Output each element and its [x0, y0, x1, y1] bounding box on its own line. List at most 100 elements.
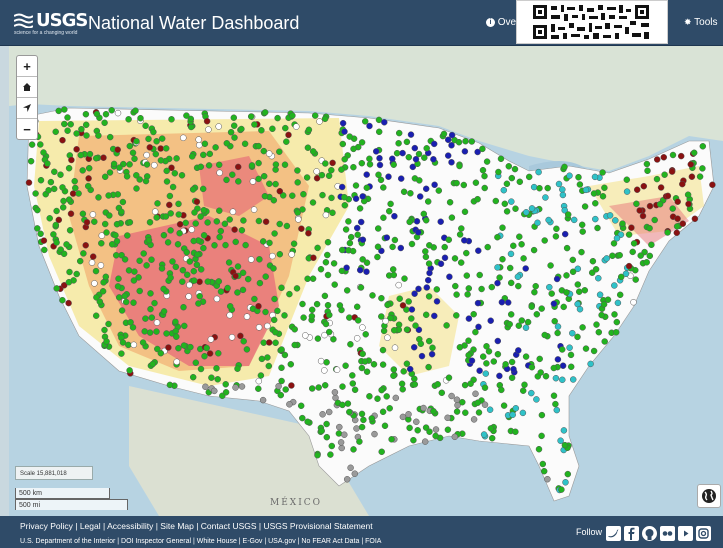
site-marker[interactable]: [400, 188, 408, 196]
site-marker[interactable]: [619, 220, 626, 227]
site-marker[interactable]: [461, 237, 468, 244]
site-marker[interactable]: [152, 150, 160, 158]
site-marker[interactable]: [563, 272, 570, 279]
site-marker[interactable]: [383, 393, 390, 400]
site-marker[interactable]: [434, 381, 441, 388]
site-marker[interactable]: [625, 231, 633, 238]
site-marker[interactable]: [356, 205, 364, 212]
site-marker[interactable]: [494, 233, 501, 241]
site-marker[interactable]: [164, 239, 172, 246]
site-marker[interactable]: [541, 331, 548, 339]
site-marker[interactable]: [341, 193, 348, 201]
site-marker[interactable]: [308, 385, 316, 392]
site-marker[interactable]: [524, 318, 532, 326]
site-marker[interactable]: [395, 140, 402, 147]
site-marker[interactable]: [78, 125, 85, 133]
site-marker[interactable]: [175, 211, 183, 218]
site-marker[interactable]: [483, 158, 491, 165]
site-marker[interactable]: [168, 164, 175, 172]
site-marker[interactable]: [500, 186, 508, 194]
site-marker[interactable]: [176, 229, 183, 237]
site-marker[interactable]: [521, 381, 528, 389]
site-marker[interactable]: [537, 369, 544, 376]
site-marker[interactable]: [361, 358, 369, 365]
site-marker[interactable]: [636, 207, 643, 214]
site-marker[interactable]: [286, 290, 293, 298]
site-marker[interactable]: [183, 271, 191, 279]
site-marker[interactable]: [511, 165, 519, 173]
site-marker[interactable]: [317, 265, 325, 273]
site-marker[interactable]: [55, 216, 63, 224]
site-marker[interactable]: [412, 155, 420, 163]
site-marker[interactable]: [669, 151, 677, 159]
site-marker[interactable]: [214, 376, 221, 383]
site-marker[interactable]: [183, 112, 190, 119]
site-marker[interactable]: [487, 317, 494, 324]
site-marker[interactable]: [102, 273, 110, 281]
site-marker[interactable]: [213, 365, 220, 372]
site-marker[interactable]: [272, 180, 279, 188]
site-marker[interactable]: [528, 389, 535, 397]
site-marker[interactable]: [339, 383, 346, 390]
site-marker[interactable]: [195, 300, 202, 307]
site-marker[interactable]: [167, 210, 174, 217]
site-marker[interactable]: [157, 145, 164, 152]
site-marker[interactable]: [395, 281, 402, 289]
site-marker[interactable]: [95, 194, 102, 201]
site-marker[interactable]: [353, 335, 361, 342]
site-marker[interactable]: [550, 364, 558, 372]
site-marker[interactable]: [232, 272, 239, 280]
site-marker[interactable]: [92, 267, 100, 275]
site-marker[interactable]: [255, 302, 262, 310]
site-marker[interactable]: [499, 255, 506, 263]
site-marker[interactable]: [262, 218, 270, 225]
site-marker[interactable]: [191, 209, 198, 216]
site-marker[interactable]: [516, 178, 524, 186]
site-marker[interactable]: [503, 180, 511, 188]
site-marker[interactable]: [196, 141, 203, 149]
site-marker[interactable]: [282, 386, 289, 393]
site-marker[interactable]: [195, 136, 202, 143]
site-marker[interactable]: [414, 229, 422, 236]
site-marker[interactable]: [411, 381, 419, 388]
site-marker[interactable]: [432, 426, 440, 433]
monitoring-sites[interactable]: [25, 106, 716, 494]
site-marker[interactable]: [66, 268, 73, 276]
site-marker[interactable]: [353, 224, 361, 232]
site-marker[interactable]: [130, 299, 137, 306]
site-marker[interactable]: [336, 423, 343, 431]
site-marker[interactable]: [574, 281, 582, 288]
site-marker[interactable]: [215, 278, 223, 285]
site-marker[interactable]: [319, 191, 326, 199]
site-marker[interactable]: [578, 248, 585, 256]
site-marker[interactable]: [294, 167, 301, 174]
site-marker[interactable]: [514, 273, 522, 281]
site-marker[interactable]: [533, 396, 540, 403]
site-marker[interactable]: [343, 264, 350, 272]
site-marker[interactable]: [596, 291, 604, 298]
site-marker[interactable]: [216, 169, 223, 177]
site-marker[interactable]: [190, 237, 197, 245]
site-marker[interactable]: [271, 230, 278, 237]
site-marker[interactable]: [387, 200, 394, 208]
site-marker[interactable]: [205, 126, 212, 133]
site-marker[interactable]: [143, 161, 151, 168]
site-marker[interactable]: [336, 302, 344, 309]
site-marker[interactable]: [390, 161, 397, 168]
site-marker[interactable]: [216, 207, 223, 214]
site-marker[interactable]: [80, 250, 87, 257]
site-marker[interactable]: [628, 224, 635, 231]
site-marker[interactable]: [313, 168, 320, 175]
site-marker[interactable]: [324, 271, 332, 279]
site-marker[interactable]: [322, 160, 329, 167]
site-marker[interactable]: [158, 135, 166, 142]
site-marker[interactable]: [458, 225, 465, 232]
overview-nav-button[interactable]: i Ove: [486, 17, 516, 28]
site-marker[interactable]: [363, 171, 370, 178]
site-marker[interactable]: [522, 209, 530, 216]
site-marker[interactable]: [411, 144, 419, 152]
site-marker[interactable]: [578, 221, 586, 229]
site-marker[interactable]: [330, 335, 337, 343]
site-marker[interactable]: [453, 396, 461, 403]
site-marker[interactable]: [381, 422, 389, 430]
